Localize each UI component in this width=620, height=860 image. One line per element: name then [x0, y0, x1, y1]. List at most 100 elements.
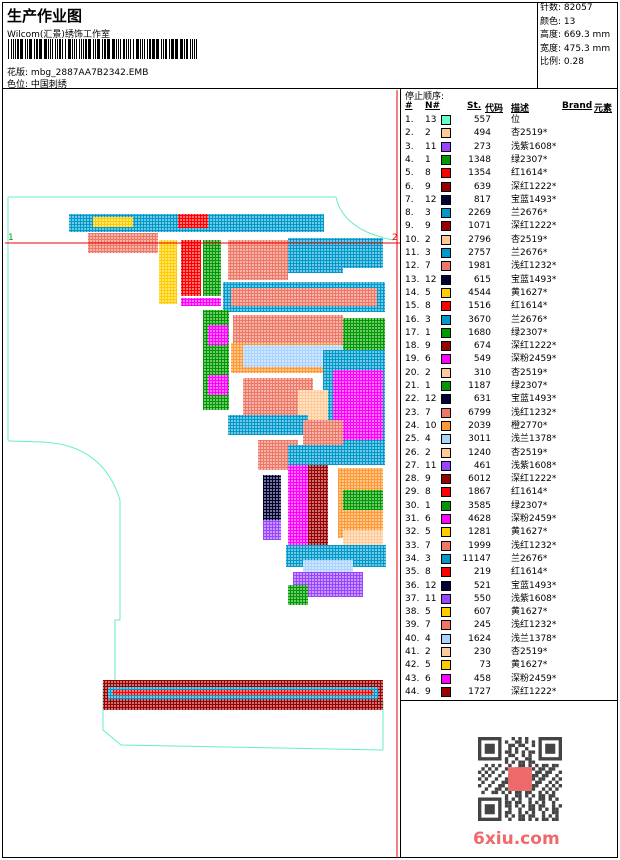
row-stitches: 1240 [468, 447, 491, 458]
row-desc: 浅兰1378* [511, 633, 557, 644]
row-desc: 兰2676* [511, 553, 548, 564]
worksheet-header: 生产作业图 Wilcom(汇景)绣饰工作室 花版: mbg_2887AA7B23… [2, 2, 618, 90]
row-stitches: 1281 [468, 527, 491, 538]
row-needle: 3 [425, 208, 431, 219]
row-needle: 7 [425, 620, 431, 631]
table-row: 30. 1 3585 绿2307* [405, 500, 617, 513]
row-stitches: 2269 [468, 208, 491, 219]
embroidery-motif [93, 217, 133, 227]
row-num: 17. [405, 327, 420, 338]
table-row: 26. 2 1240 杏2519* [405, 447, 617, 460]
row-stitches: 245 [473, 620, 491, 631]
embroidery-motif [208, 375, 228, 395]
spec-colors: 颜色: 13 [540, 16, 576, 27]
row-desc: 杏2519* [511, 234, 548, 245]
row-needle: 13 [425, 115, 437, 125]
row-num: 25. [405, 434, 420, 445]
row-needle: 2 [425, 647, 431, 657]
row-stitches: 73 [479, 660, 491, 671]
row-needle: 9 [425, 474, 431, 485]
row-needle: 11 [425, 593, 437, 604]
embroidery-motif [159, 240, 177, 304]
row-desc: 深粉2459* [511, 673, 557, 684]
row-needle: 5 [425, 527, 431, 538]
row-num: 10. [405, 234, 420, 245]
table-row: 7. 12 817 宝蓝1493* [405, 194, 617, 207]
color-swatch [441, 141, 451, 152]
row-stitches: 521 [473, 580, 491, 591]
table-row: 16. 3 3670 兰2676* [405, 314, 617, 327]
color-swatch [441, 434, 451, 445]
row-needle: 1 [425, 154, 431, 165]
row-num: 5. [405, 168, 414, 179]
row-stitches: 2796 [468, 234, 491, 245]
row-needle: 2 [425, 128, 431, 139]
color-swatch [441, 474, 451, 485]
row-desc: 杏2519* [511, 367, 548, 378]
col-brand: Brand [562, 101, 593, 111]
row-desc: 绿2307* [511, 381, 548, 391]
row-desc: 黄1627* [511, 287, 548, 298]
embroidery-motif [308, 465, 328, 545]
table-row: 32. 5 1281 黄1627* [405, 526, 617, 539]
row-num: 2. [405, 128, 414, 139]
row-desc: 绿2307* [511, 500, 548, 511]
pattern-value: mbg_2887AA7B2342.EMB [30, 68, 149, 78]
barcode [8, 39, 198, 59]
table-row: 44. 9 1727 深红1222* [405, 686, 617, 699]
row-needle: 1 [425, 500, 431, 511]
row-stitches: 557 [473, 115, 491, 125]
row-desc: 深粉2459* [511, 514, 557, 524]
row-desc: 橙2770* [511, 420, 548, 431]
table-header: # N# St. 代码 描述 Brand 元素 [405, 101, 617, 114]
row-desc: 浅红1232* [511, 540, 557, 551]
row-desc: 黄1627* [511, 607, 548, 618]
marker-1: 1 [8, 233, 14, 243]
row-num: 39. [405, 620, 420, 631]
row-stitches: 1354 [468, 168, 491, 179]
row-num: 36. [405, 580, 420, 591]
row-stitches: 1727 [468, 686, 491, 697]
color-swatch [441, 301, 451, 312]
row-needle: 10 [425, 420, 437, 431]
row-desc: 深红1222* [511, 181, 557, 192]
row-num: 26. [405, 447, 420, 458]
row-needle: 12 [425, 274, 437, 285]
row-num: 8. [405, 208, 414, 219]
color-swatch [441, 261, 451, 272]
table-row: 36. 12 521 宝蓝1493* [405, 580, 617, 593]
row-stitches: 273 [473, 141, 491, 152]
row-desc: 浅红1232* [511, 620, 557, 631]
table-row: 13. 12 615 宝蓝1493* [405, 274, 617, 287]
color-swatch [441, 420, 451, 431]
row-stitches: 1680 [468, 327, 491, 338]
page-title: 生产作业图 [7, 7, 83, 25]
table-row: 34. 3 11147 兰2676* [405, 553, 617, 566]
row-desc: 兰2676* [511, 314, 548, 325]
table-row: 3. 11 273 浅紫1608* [405, 141, 617, 154]
row-needle: 3 [425, 248, 431, 258]
row-needle: 5 [425, 607, 431, 618]
row-desc: 杏2519* [511, 447, 548, 458]
embroidery-motif [263, 520, 281, 540]
table-row: 19. 6 549 深粉2459* [405, 353, 617, 366]
table-row: 9. 9 1071 深红1222* [405, 220, 617, 233]
table-row: 33. 7 1999 浅红1232* [405, 540, 617, 553]
row-num: 4. [405, 154, 414, 165]
row-num: 37. [405, 593, 420, 604]
spec-height: 高度: 669.3 mm [540, 30, 611, 40]
row-num: 32. [405, 527, 420, 538]
site-watermark: 6xiu.com [473, 829, 560, 849]
stop-sequence-panel: 停止顺序: # N# St. 代码 描述 Brand 元素 1. 13 557 … [400, 89, 618, 701]
color-swatch [441, 686, 451, 697]
row-num: 1. [405, 115, 414, 125]
row-desc: 宝蓝1493* [511, 394, 557, 405]
col-stitches: St. [467, 101, 482, 111]
row-stitches: 1071 [468, 221, 491, 232]
row-needle: 4 [425, 434, 431, 445]
qr-code [478, 737, 562, 821]
row-needle: 2 [425, 367, 431, 378]
row-desc: 浅红1232* [511, 261, 557, 272]
row-needle: 9 [425, 221, 431, 232]
table-row: 27. 11 461 浅紫1608* [405, 460, 617, 473]
